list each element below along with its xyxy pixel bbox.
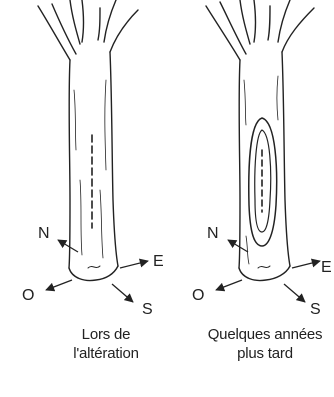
east-label-left: E [153,253,164,270]
north-label-right: N [207,225,219,242]
tree-trunk-left [38,0,138,281]
caption-left: Lors de l'altération [46,325,166,363]
west-label-right: O [192,287,204,304]
compass-left [46,240,148,302]
west-label-left: O [22,287,34,304]
south-label-left: S [142,301,153,318]
caption-left-line1: Lors de [46,325,166,344]
caption-right: Quelques années plus tard [196,325,334,363]
north-label-left: N [38,225,50,242]
caption-right-line2: plus tard [196,344,334,363]
south-label-right: S [310,301,321,318]
caption-left-line2: l'altération [46,344,166,363]
compass-right [216,240,320,302]
caption-right-line1: Quelques années [196,325,334,344]
tree-trunk-right [206,0,314,281]
east-label-right: E [321,259,332,276]
